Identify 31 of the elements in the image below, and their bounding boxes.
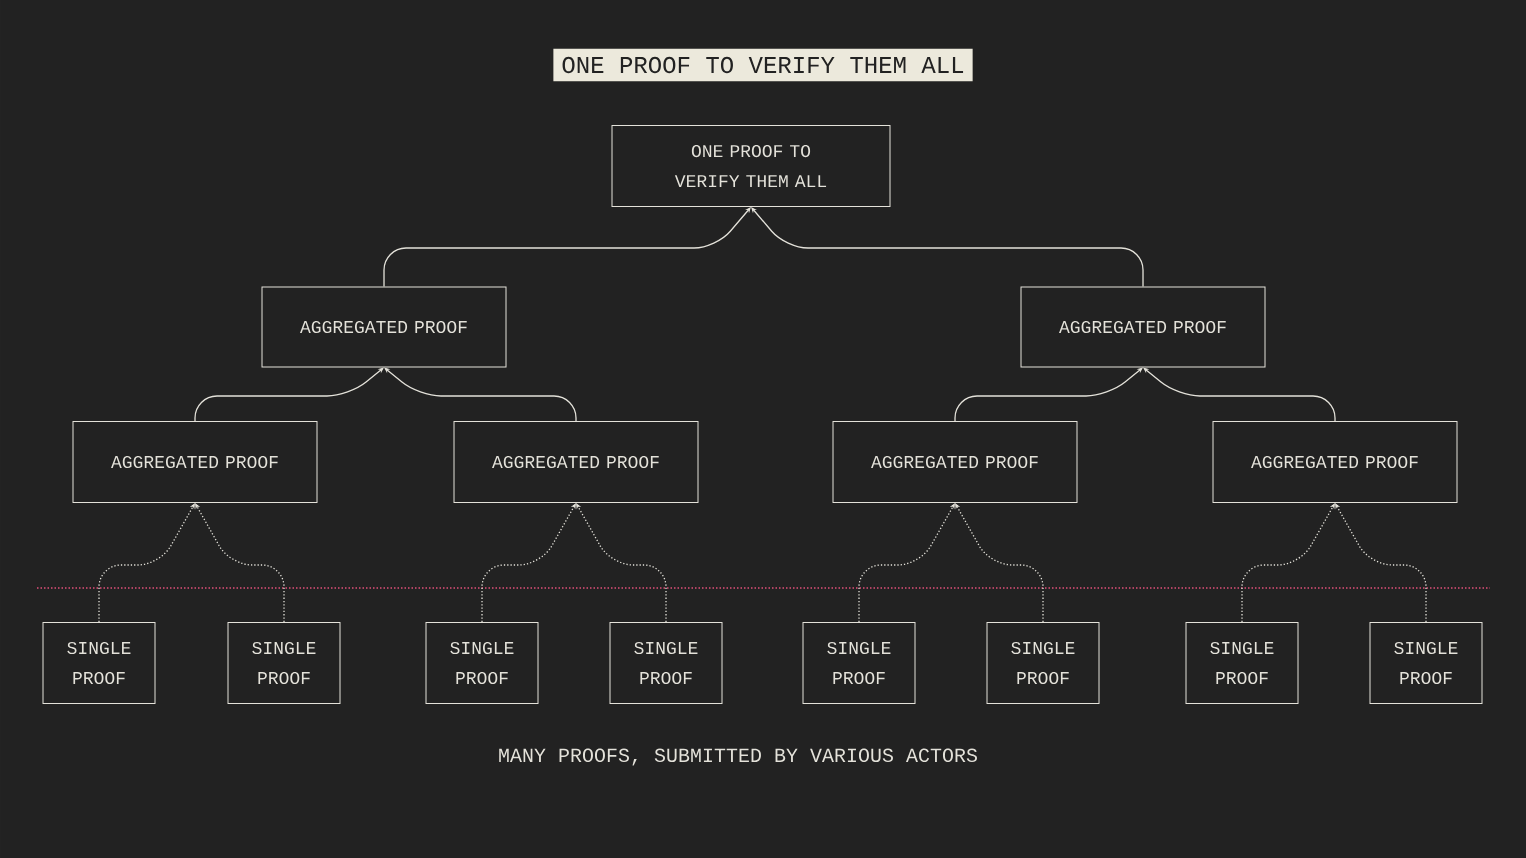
proof-box: AGGREGATED PROOF	[832, 421, 1078, 503]
proof-box: AGGREGATED PROOF	[1212, 421, 1458, 503]
proof-box: SINGLE PROOF	[1185, 622, 1299, 704]
arrow	[1241, 503, 1335, 623]
proof-box: SINGLE PROOF	[42, 622, 156, 704]
arrow	[954, 367, 1143, 422]
arrow	[1335, 503, 1427, 623]
proof-box: SINGLE PROOF	[802, 622, 916, 704]
arrow	[955, 503, 1044, 623]
arrow	[194, 367, 384, 422]
proof-box: SINGLE PROOF	[609, 622, 723, 704]
proof-box: ONE PROOF TO VERIFY THEM ALL	[611, 125, 891, 207]
proof-box: AGGREGATED PROOF	[453, 421, 699, 503]
proof-box: SINGLE PROOF	[1369, 622, 1483, 704]
proof-box: SINGLE PROOF	[227, 622, 341, 704]
arrow	[384, 367, 577, 422]
arrow	[576, 503, 667, 623]
proof-box: SINGLE PROOF	[425, 622, 539, 704]
arrow	[98, 503, 195, 623]
caption: MANY PROOFS, SUBMITTED BY VARIOUS ACTORS	[499, 748, 977, 766]
arrow	[383, 207, 751, 288]
arrow	[751, 207, 1144, 288]
proof-box: AGGREGATED PROOF	[1020, 286, 1266, 368]
proof-box: AGGREGATED PROOF	[72, 421, 318, 503]
arrow	[195, 503, 285, 623]
arrow	[481, 503, 576, 623]
proof-box: AGGREGATED PROOF	[261, 286, 507, 368]
arrow	[858, 503, 955, 623]
arrow	[1143, 367, 1336, 422]
proof-box: SINGLE PROOF	[986, 622, 1100, 704]
title-banner: ONE PROOF TO VERIFY THEM ALL	[553, 48, 973, 82]
